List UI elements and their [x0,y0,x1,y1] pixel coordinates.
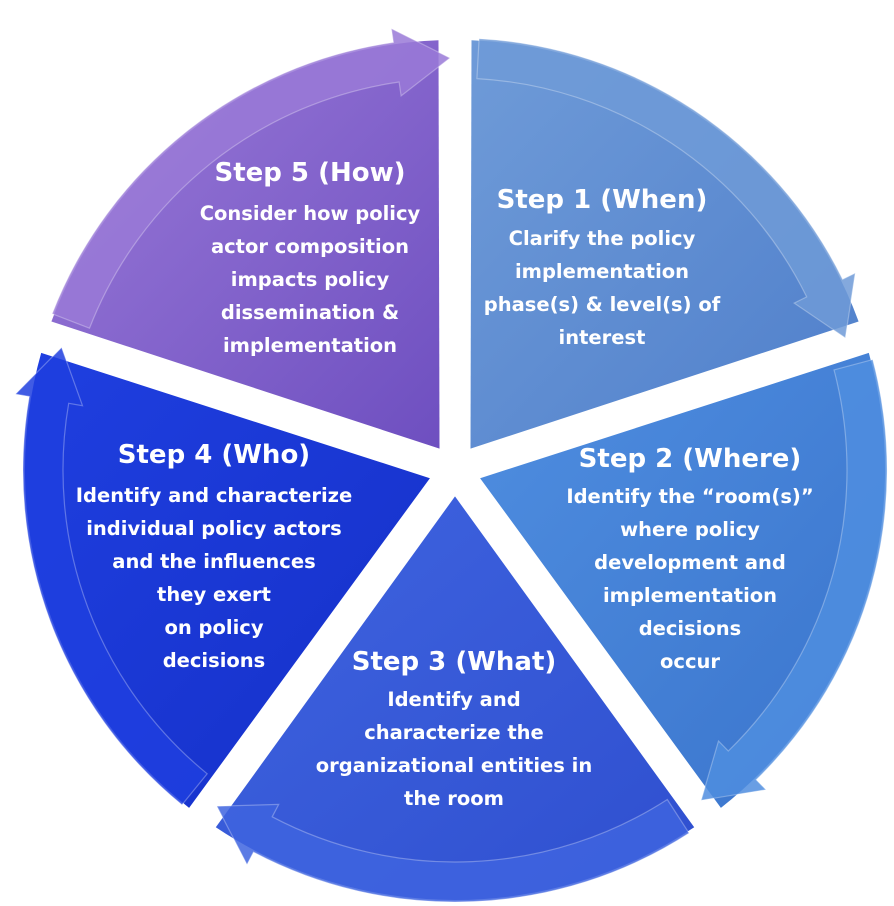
step-3-text-line: the room [404,787,504,810]
step-1-text-line: Clarify the policy [509,227,696,250]
step-2-text-line: where policy [620,518,760,541]
step-4-text-line: and the influences [112,550,315,573]
step-1-arrow [476,38,856,339]
step-2-text-line: occur [660,650,720,673]
step-3-arrow [215,798,690,903]
step-1-text-line: interest [559,326,646,349]
step-5-text-line: Consider how policy [200,202,421,225]
step-2-title: Step 2 (Where) [579,444,802,474]
step-3-text-line: characterize the [364,721,544,744]
step-4-text-line: individual policy actors [86,517,342,540]
step-1-title: Step 1 (When) [497,185,708,215]
step-3-wedge [215,496,695,900]
step-5-arrow [51,27,452,329]
step-5-text-line: implementation [223,334,397,357]
step-5-wedge [51,40,440,449]
step-4-text-line: on policy [164,616,263,639]
step-1-text-line: phase(s) & level(s) of [484,293,721,316]
step-2-text-line: implementation [603,584,777,607]
step-4-title: Step 4 (Who) [118,440,310,470]
step-2-arrow [700,358,888,802]
step-3-title: Step 3 (What) [352,647,557,677]
step-5-text-line: actor composition [211,235,409,258]
step-4-text-line: Identify and characterize [76,484,352,507]
step-3-text-line: organizational entities in [316,754,592,777]
step-5-text-line: impacts policy [231,268,390,291]
step-5-title: Step 5 (How) [214,158,405,188]
step-1-wedge [470,40,859,449]
step-4-text-line: decisions [163,649,266,672]
step-3-text-line: Identify and [387,688,520,711]
step-2-text-line: decisions [639,617,742,640]
step-4-arrow [14,346,209,806]
step-2-text-line: development and [594,551,786,574]
step-4-text-line: they exert [157,583,271,606]
step-2-text-line: Identify the “room(s)” [566,485,813,508]
step-1-text-line: implementation [515,260,689,283]
step-5-text-line: dissemination & [221,301,399,324]
